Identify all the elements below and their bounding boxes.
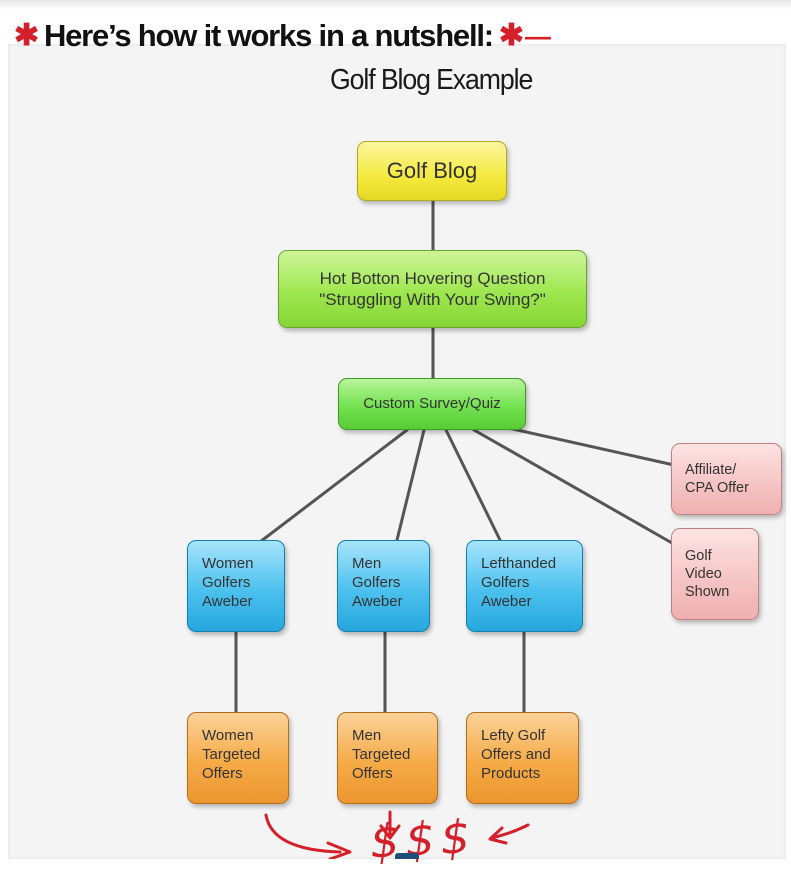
arrowhead <box>379 824 401 840</box>
node-label: "Struggling With Your Swing?" <box>319 290 546 309</box>
arrow-left-icon: — <box>524 21 551 51</box>
men-offers-node[interactable]: Men Targeted Offers <box>337 712 438 804</box>
node-label: Golfers <box>352 573 401 591</box>
bottom-tab <box>395 853 419 859</box>
node-label: Hot Botton Hovering Question <box>319 268 546 288</box>
survey-quiz-node[interactable]: Custom Survey/Quiz <box>338 378 526 430</box>
node-label: Offers and <box>481 745 551 763</box>
lefty-offers-node[interactable]: Lefty Golf Offers and Products <box>466 712 579 804</box>
node-label: Targeted <box>352 745 411 763</box>
node-label: Aweber <box>352 592 403 610</box>
node-label: CPA Offer <box>685 480 749 496</box>
node-label: Offers <box>352 764 393 782</box>
node-label: Women <box>202 727 254 744</box>
node-label: Offers <box>202 764 243 782</box>
node-label: Aweber <box>481 592 532 610</box>
node-label: Shown <box>685 584 730 601</box>
node-label: Men <box>352 727 382 744</box>
asterisk-icon: ✱ <box>498 19 524 52</box>
golf-video-node[interactable]: Golf Video Shown <box>671 528 759 620</box>
connector <box>254 428 409 547</box>
node-label: Golfers <box>481 573 530 591</box>
node-label: Lefthanded <box>481 555 557 572</box>
node-label: Women <box>202 555 254 572</box>
women-offers-node[interactable]: Women Targeted Offers <box>187 712 289 804</box>
node-label: Products <box>481 764 541 782</box>
hover-question-node[interactable]: Hot Botton Hovering Question "Struggling… <box>278 250 587 328</box>
arrowhead <box>326 841 352 859</box>
connector <box>493 423 676 467</box>
connector <box>444 428 502 542</box>
women-aweber-node[interactable]: Women Golfers Aweber <box>187 540 285 632</box>
node-label: Golf <box>685 547 712 564</box>
men-aweber-node[interactable]: Men Golfers Aweber <box>337 540 430 632</box>
connector <box>395 428 426 542</box>
connector <box>472 428 674 545</box>
golf-blog-node[interactable]: Golf Blog <box>357 141 507 201</box>
node-label: Golfers <box>202 573 251 591</box>
heading-text: Here’s how it works in a nutshell: <box>43 18 494 53</box>
asterisk-icon: ✱ <box>14 19 39 52</box>
node-label: Lefty Golf <box>481 727 546 744</box>
arrowhead <box>488 826 508 845</box>
curved-arrow-left-icon <box>264 813 342 854</box>
top-edge <box>0 0 791 10</box>
lefty-aweber-node[interactable]: Lefthanded Golfers Aweber <box>466 540 583 632</box>
node-label: Golf Blog <box>386 158 478 184</box>
node-label: Custom Survey/Quiz <box>363 394 501 412</box>
page-heading: ✱ Here’s how it works in a nutshell: ✱ — <box>14 14 551 58</box>
node-label: Affiliate/ <box>685 461 737 478</box>
affiliate-offer-node[interactable]: Affiliate/ CPA Offer <box>671 443 782 515</box>
money-signs: $$$ <box>368 809 478 869</box>
diagram-subtitle: Golf Blog Example <box>330 64 533 96</box>
curved-arrow-right-icon <box>490 823 530 840</box>
node-label: Men <box>352 555 382 572</box>
node-label: Targeted <box>202 745 261 763</box>
node-label: Video <box>685 565 722 582</box>
node-label: Aweber <box>202 592 253 610</box>
